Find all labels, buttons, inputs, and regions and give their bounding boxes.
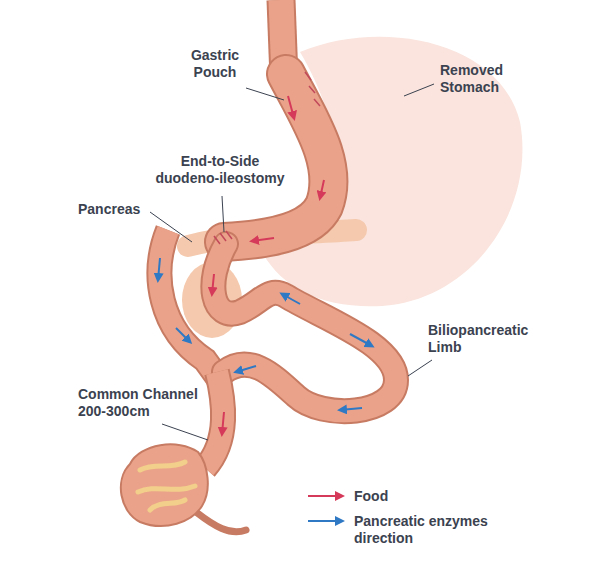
food-arrow xyxy=(252,238,274,241)
appendix xyxy=(196,512,246,532)
leader-line xyxy=(222,196,224,232)
enzyme-arrow xyxy=(176,328,190,342)
food-arrow xyxy=(222,412,224,434)
legend-text: Food xyxy=(354,488,504,505)
food-arrow xyxy=(288,96,294,118)
limb-outline xyxy=(213,244,396,411)
leader-line xyxy=(150,212,192,242)
food-arrow xyxy=(320,180,324,198)
leader-line xyxy=(246,88,284,100)
enzyme-arrow xyxy=(158,258,160,280)
legend-text: Pancreatic enzymes direction xyxy=(354,513,504,547)
enzyme-arrow xyxy=(282,294,300,304)
leader-line xyxy=(162,424,208,440)
common-channel xyxy=(205,372,223,468)
enzyme-arrow xyxy=(350,334,372,346)
biliopancreatic-limb xyxy=(213,244,396,411)
part-label: Removed Stomach xyxy=(440,62,535,96)
part-label: End-to-Side duodeno-ileostomy xyxy=(150,153,290,187)
part-label: Pancreas xyxy=(78,201,168,218)
part-label: Biliopancreatic Limb xyxy=(428,322,558,356)
enzyme-arrow xyxy=(236,366,256,372)
anastomosis-line xyxy=(214,231,232,244)
common-channel-outline xyxy=(205,372,223,468)
legend-sample xyxy=(308,495,342,497)
part-label: Gastric Pouch xyxy=(180,47,250,81)
enzyme-arrow xyxy=(340,408,362,410)
leader-line xyxy=(404,84,434,96)
food-arrow xyxy=(212,274,214,294)
cecum-fat xyxy=(138,462,195,510)
cecum xyxy=(121,444,208,526)
staple-line xyxy=(305,72,320,106)
leader-line xyxy=(408,360,432,376)
part-label: Common Channel 200-300cm xyxy=(78,386,208,420)
legend-sample xyxy=(308,520,342,522)
